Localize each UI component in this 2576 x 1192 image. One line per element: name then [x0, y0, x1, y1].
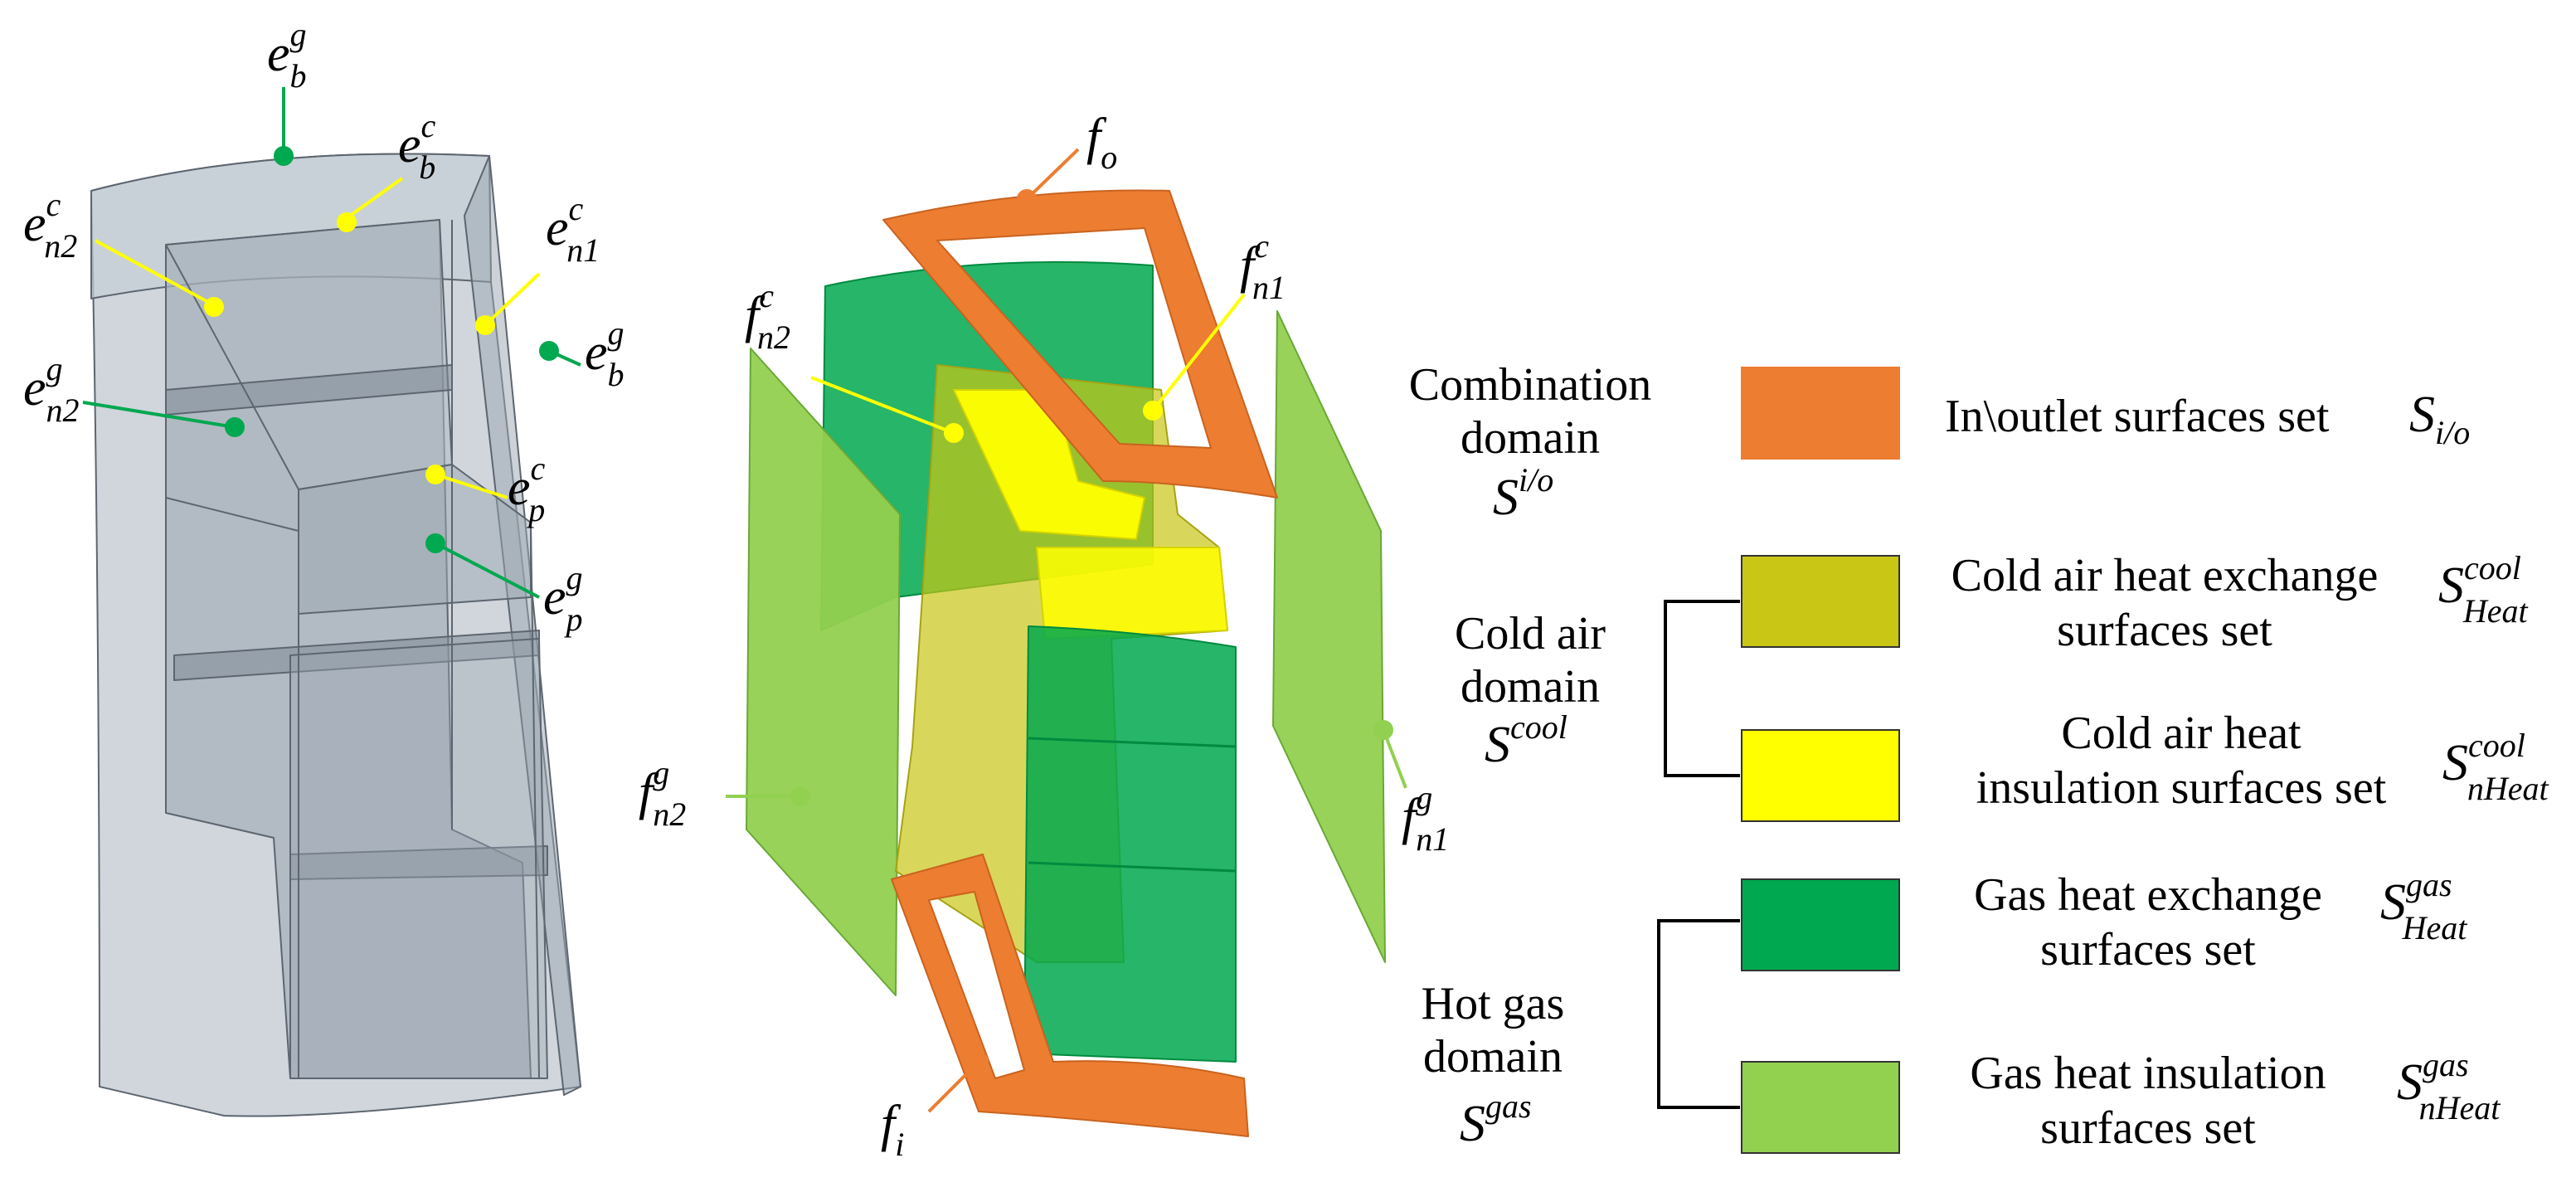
domain-combination-line1: Combination — [1409, 359, 1651, 411]
legend-gas-insul-line1: Gas heat insulation — [1970, 1048, 2326, 1099]
marker-e-n2-g — [225, 417, 245, 437]
cold-insul-mid — [1036, 547, 1228, 640]
domain-cold-line2: domain — [1461, 661, 1600, 713]
marker-e-b-g-top — [274, 146, 294, 166]
marker-e-p-g — [425, 533, 445, 553]
swatch-cold-heat — [1741, 555, 1900, 648]
legend-gas-heat-line1: Gas heat exchange — [1974, 869, 2322, 921]
bracket-cold — [1664, 600, 1740, 777]
outlet-frame-top — [882, 189, 1278, 499]
marker-e-b-c — [337, 212, 357, 232]
domain-cold-symbol: Scool — [1485, 708, 1567, 773]
marker-f-o — [1017, 189, 1037, 209]
legend-gas-heat-line2: surfaces set — [2040, 924, 2256, 975]
marker-e-n1-c — [475, 315, 495, 335]
leaders — [82, 87, 1407, 1113]
domain-combination-symbol: Si/o — [1493, 461, 1553, 526]
marker-f-n1-c — [1143, 401, 1163, 421]
bracket-gas — [1657, 919, 1740, 1109]
domain-cold-line1: Cold air — [1455, 608, 1606, 659]
gas-insul-left-plate — [746, 348, 901, 996]
label-f-o: fo — [1086, 109, 1117, 176]
marker-e-n2-c — [204, 297, 224, 317]
label-f-i: fi — [881, 1096, 904, 1163]
gas-heat-front-surface — [1023, 625, 1237, 1063]
legend-inoutlet-symbol: Si/o — [2409, 387, 2470, 451]
domain-hot-line1: Hot gas — [1422, 978, 1565, 1029]
gas-insul-right-plate — [1272, 310, 1386, 963]
markers — [204, 146, 1393, 1072]
legend-text: In\outlet surfaces set Si/o Cold air hea… — [1945, 387, 2549, 1154]
marker-f-n1-g — [1373, 720, 1393, 740]
swatch-gas-insul — [1741, 1061, 1900, 1154]
marker-f-i — [969, 1052, 989, 1072]
brackets — [1657, 600, 1740, 1109]
legend-cold-insul-line2: insulation surfaces set — [1976, 762, 2387, 814]
domain-hot-symbol: Sgas — [1460, 1087, 1532, 1152]
domain-combination-line2: domain — [1461, 412, 1600, 464]
legend-swatches — [1741, 367, 1900, 1154]
marker-e-b-g-right — [539, 341, 559, 361]
legend-gas-insul-line2: surfaces set — [2040, 1102, 2256, 1154]
swatch-gas-heat — [1741, 878, 1900, 971]
swatch-cold-insul — [1741, 729, 1900, 822]
marker-f-n2-g — [790, 786, 810, 806]
domain-labels: Combination domain Si/o Cold air domain … — [1409, 359, 1651, 1152]
exploded-surfaces — [746, 189, 1386, 1137]
solid-right-face — [464, 155, 581, 1096]
solid-model — [90, 153, 581, 1117]
swatch-inoutlet — [1741, 367, 1900, 460]
marker-e-p-c — [425, 465, 445, 484]
legend-cold-heat-line1: Cold air heat exchange — [1951, 550, 2379, 601]
legend-cold-insul-line1: Cold air heat — [2061, 708, 2301, 759]
legend-cold-heat-line2: surfaces set — [2057, 605, 2272, 656]
legend-inoutlet-text: In\outlet surfaces set — [1945, 391, 2330, 442]
domain-hot-line2: domain — [1423, 1031, 1563, 1083]
cold-channel-lower — [289, 638, 548, 1079]
marker-f-n2-c — [944, 423, 964, 443]
